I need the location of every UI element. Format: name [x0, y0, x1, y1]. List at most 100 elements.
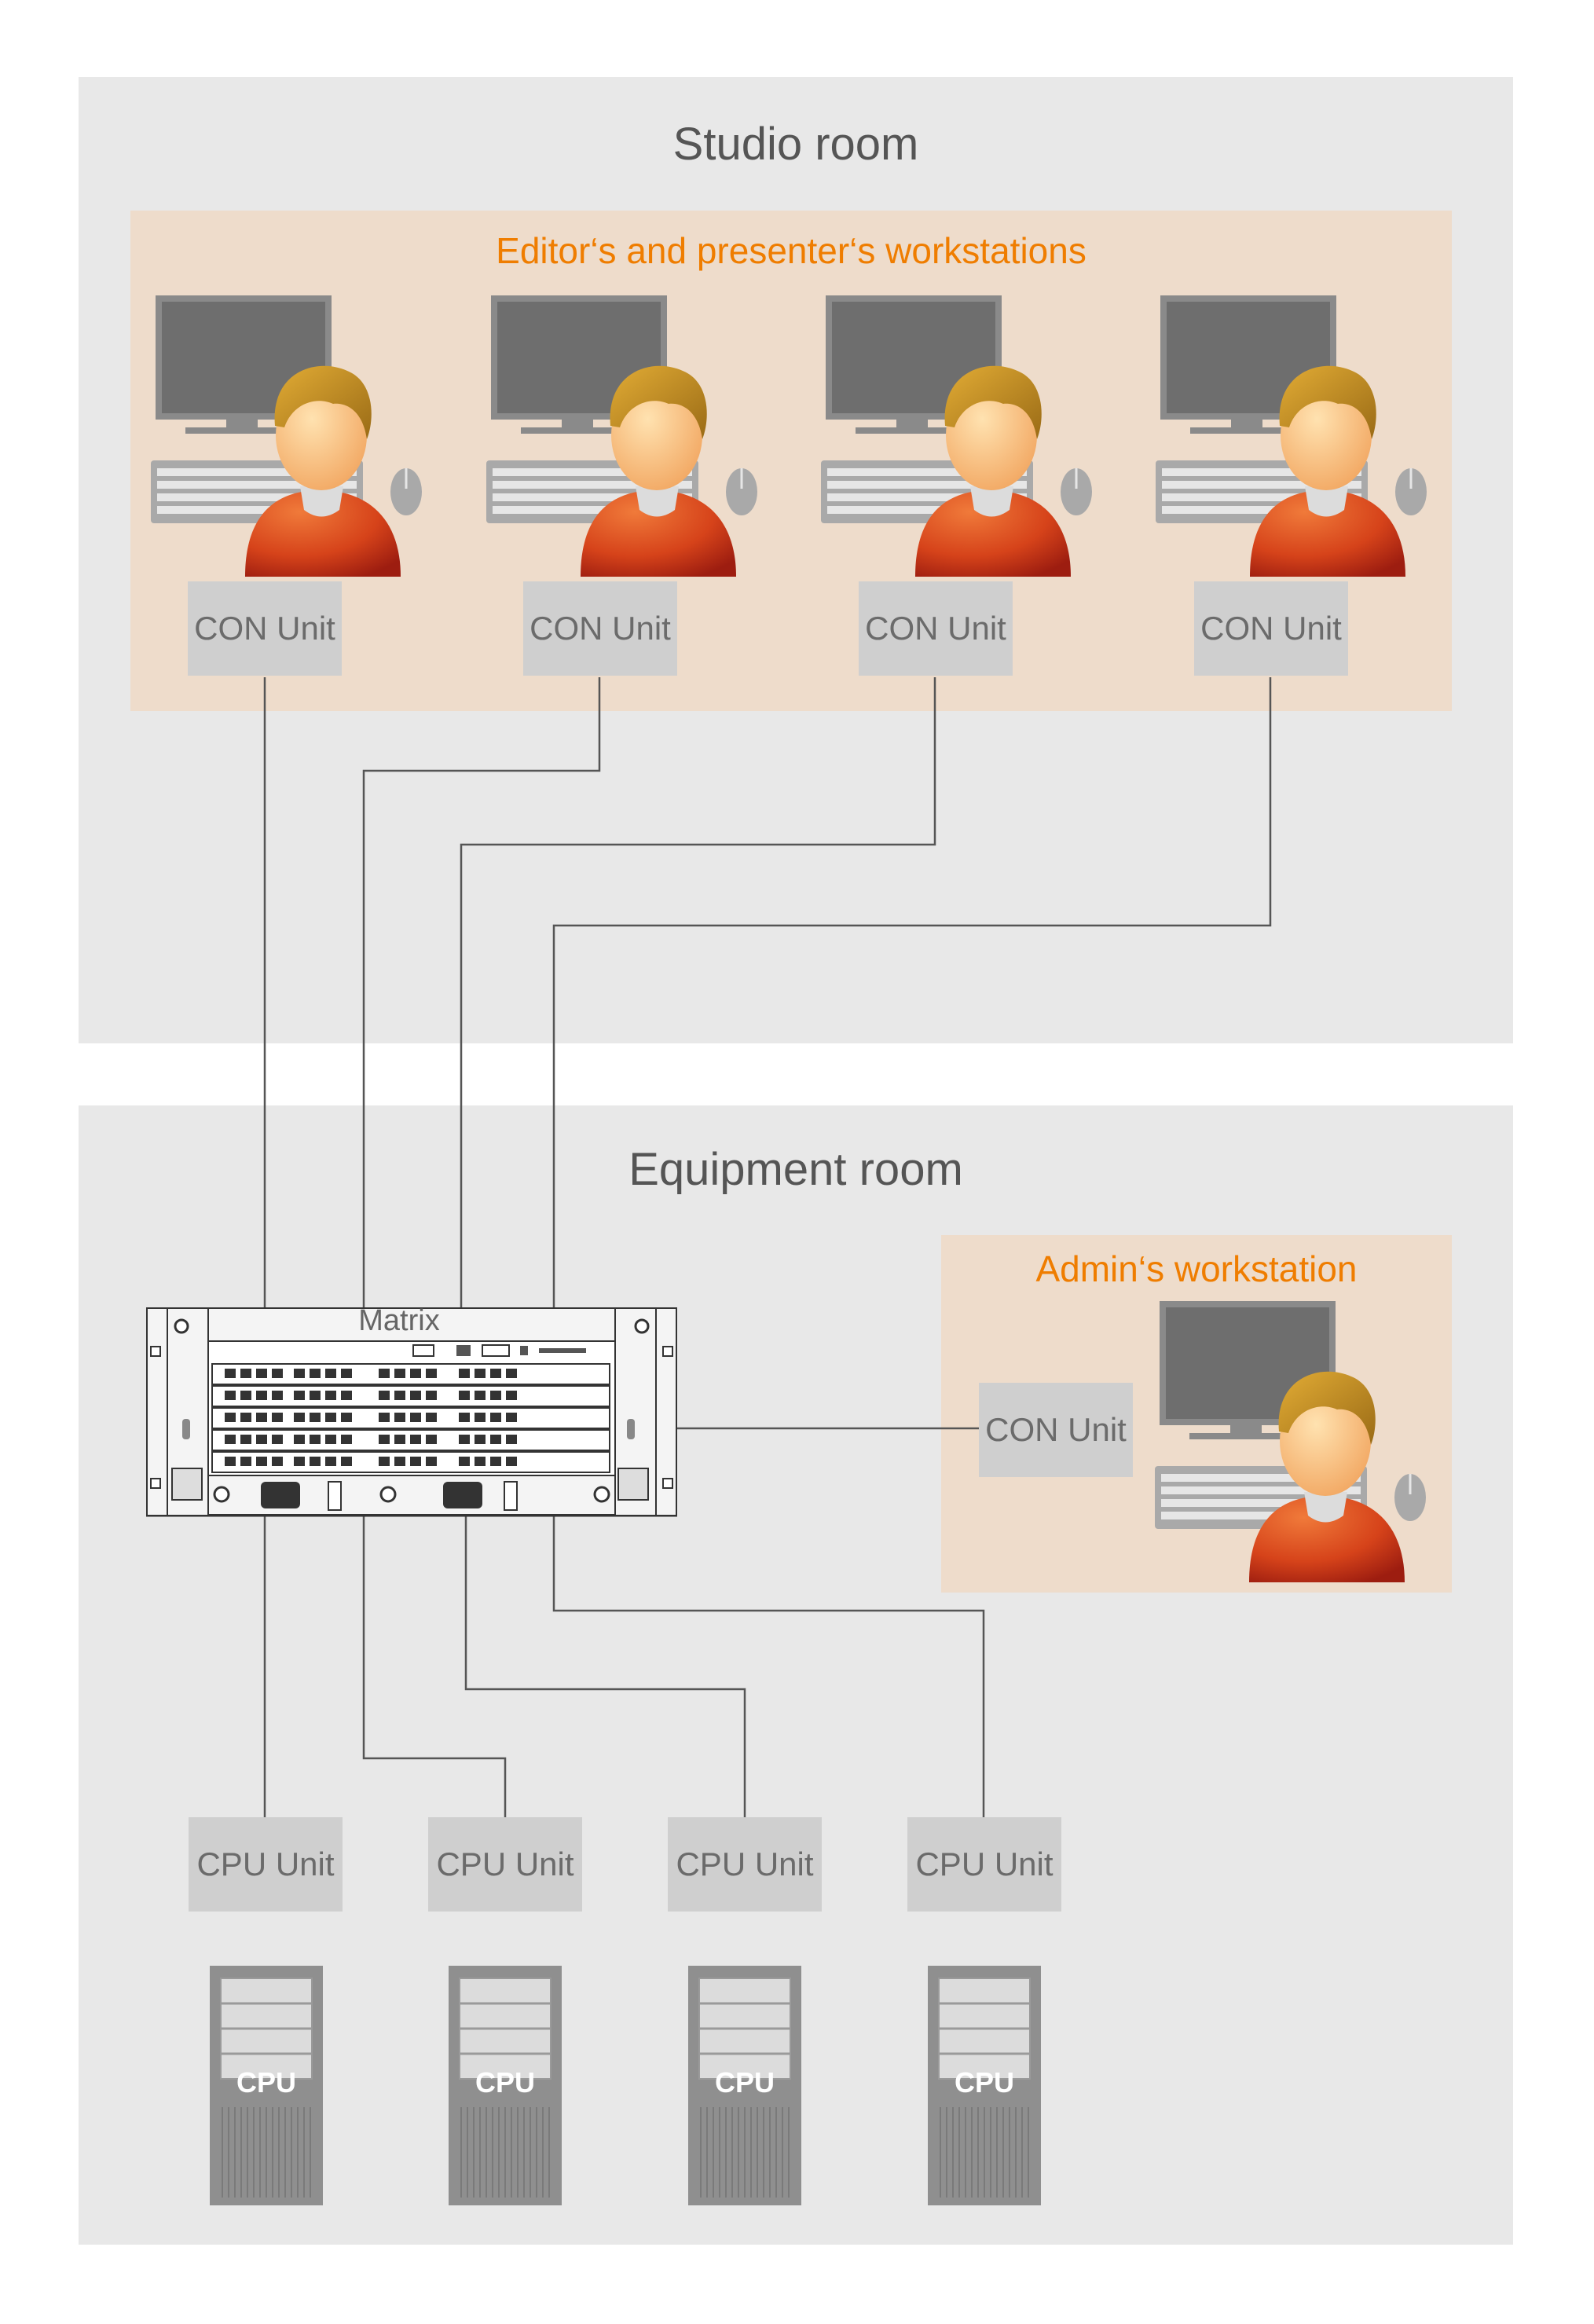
matrix-port [310, 1413, 321, 1422]
wire-cpu-3 [464, 1515, 746, 1817]
matrix-port [294, 1369, 305, 1378]
matrix-port [272, 1435, 283, 1444]
matrix-port [379, 1369, 390, 1378]
matrix-port [426, 1369, 437, 1378]
matrix-port [325, 1391, 336, 1400]
matrix-port [240, 1391, 251, 1400]
matrix-port [310, 1391, 321, 1400]
workstation-3 [821, 294, 1094, 577]
matrix-port [294, 1413, 305, 1422]
matrix-port [475, 1435, 486, 1444]
matrix-port [240, 1369, 251, 1378]
matrix-port [379, 1391, 390, 1400]
matrix-port [475, 1457, 486, 1466]
matrix-port [426, 1413, 437, 1422]
matrix-port [490, 1391, 501, 1400]
matrix-port [341, 1413, 352, 1422]
server-label-3: CPU [714, 2066, 775, 2099]
admin-workstation-title: Admin‘s workstation [1035, 1248, 1358, 1289]
matrix-switch-icon[interactable] [146, 1307, 677, 1518]
matrix-port [310, 1369, 321, 1378]
matrix-port [490, 1457, 501, 1466]
matrix-port [294, 1457, 305, 1466]
server-label-1: CPU [236, 2066, 296, 2099]
matrix-port [379, 1435, 390, 1444]
matrix-port [426, 1391, 437, 1400]
workstation-1 [151, 294, 423, 577]
admin-con-unit[interactable]: CON Unit [979, 1383, 1133, 1477]
matrix-port [394, 1391, 405, 1400]
studio-workstations-title: Editor‘s and presenter‘s workstations [496, 230, 1086, 271]
matrix-port [310, 1457, 321, 1466]
matrix-port [225, 1413, 236, 1422]
wire-cpu-4 [552, 1515, 985, 1817]
admin-workstation-icon [1155, 1299, 1427, 1582]
matrix-port [379, 1457, 390, 1466]
server-label-2: CPU [475, 2066, 535, 2099]
equipment-room-title: Equipment room [628, 1144, 963, 1195]
cpu-unit-4[interactable]: CPU Unit [907, 1817, 1061, 1912]
wire-con-3 [460, 677, 936, 1309]
matrix-port [225, 1391, 236, 1400]
matrix-port [506, 1391, 517, 1400]
matrix-port [426, 1457, 437, 1466]
matrix-port [325, 1457, 336, 1466]
matrix-port [506, 1413, 517, 1422]
matrix-port [394, 1413, 405, 1422]
matrix-port [256, 1391, 267, 1400]
matrix-port [341, 1391, 352, 1400]
con-unit-1[interactable]: CON Unit [188, 581, 342, 676]
wire-con-4 [552, 677, 1272, 1309]
matrix-port [490, 1369, 501, 1378]
con-unit-3[interactable]: CON Unit [859, 581, 1013, 676]
cpu-unit-2[interactable]: CPU Unit [428, 1817, 582, 1912]
workstation-2 [486, 294, 759, 577]
matrix-port [490, 1435, 501, 1444]
matrix-port [325, 1369, 336, 1378]
matrix-port [459, 1369, 470, 1378]
matrix-port [240, 1413, 251, 1422]
con-unit-4[interactable]: CON Unit [1194, 581, 1348, 676]
matrix-port [475, 1391, 486, 1400]
matrix-port [410, 1457, 421, 1466]
matrix-port [394, 1435, 405, 1444]
workstation-4 [1156, 294, 1428, 577]
matrix-port [256, 1435, 267, 1444]
matrix-port [426, 1435, 437, 1444]
matrix-port [490, 1413, 501, 1422]
wire-cpu-2 [362, 1515, 507, 1817]
matrix-port [272, 1369, 283, 1378]
matrix-port [256, 1413, 267, 1422]
con-unit-2[interactable]: CON Unit [523, 581, 677, 676]
cpu-unit-1[interactable]: CPU Unit [189, 1817, 343, 1912]
matrix-port [325, 1435, 336, 1444]
matrix-port [459, 1413, 470, 1422]
matrix-port [341, 1457, 352, 1466]
matrix-port [294, 1391, 305, 1400]
matrix-port [379, 1413, 390, 1422]
matrix-port [394, 1369, 405, 1378]
matrix-label: Matrix [358, 1304, 440, 1337]
matrix-port [459, 1435, 470, 1444]
matrix-port [310, 1435, 321, 1444]
matrix-port [325, 1413, 336, 1422]
server-label-4: CPU [954, 2066, 1014, 2099]
matrix-port [341, 1369, 352, 1378]
matrix-port [341, 1435, 352, 1444]
matrix-port [240, 1435, 251, 1444]
matrix-port [272, 1391, 283, 1400]
matrix-port [475, 1413, 486, 1422]
matrix-port [225, 1457, 236, 1466]
matrix-port [506, 1435, 517, 1444]
matrix-port [410, 1369, 421, 1378]
matrix-port [256, 1369, 267, 1378]
matrix-port [410, 1435, 421, 1444]
matrix-port [240, 1457, 251, 1466]
matrix-port [256, 1457, 267, 1466]
wire-con-2 [362, 677, 601, 1309]
matrix-port [459, 1391, 470, 1400]
matrix-port [410, 1391, 421, 1400]
matrix-port [272, 1413, 283, 1422]
cpu-unit-3[interactable]: CPU Unit [668, 1817, 822, 1912]
